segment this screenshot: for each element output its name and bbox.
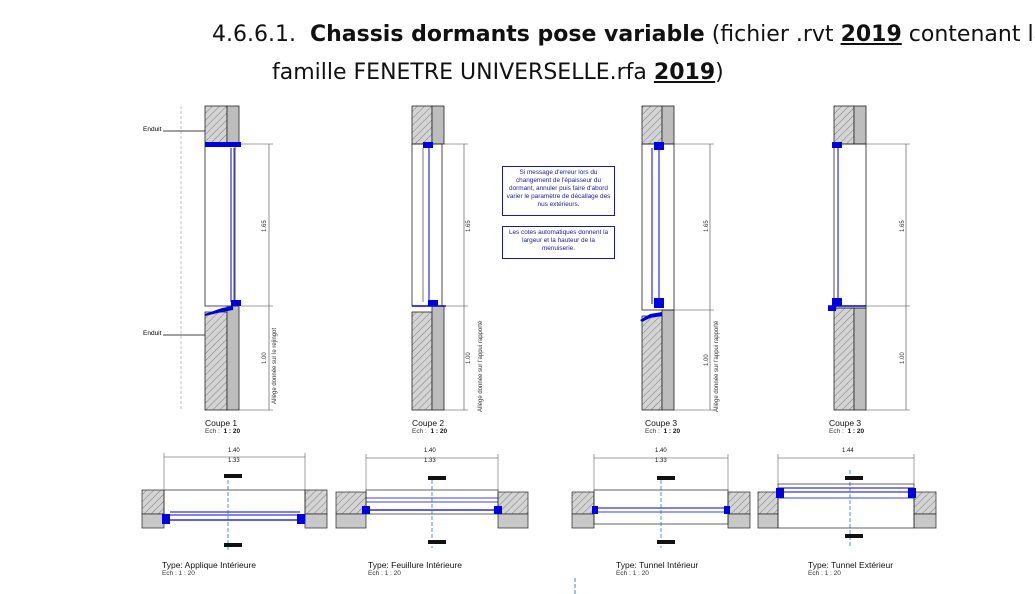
enduit-label-bottom: Enduit: [143, 330, 162, 337]
wall-lower: [204, 311, 228, 411]
enduit-label-top: Enduit: [143, 126, 162, 133]
coupe-2-caption: Coupe 2 Ech : 1 : 20: [412, 418, 447, 436]
plan-2-dim-133: 1.33: [424, 458, 436, 464]
type-3-label: Type: Tunnel Intérieur: [616, 560, 699, 570]
dim-2-165: 1.65: [466, 220, 472, 232]
plan-1-dim-133: 1.33: [228, 458, 240, 464]
coupe-1-scale-prefix: Ech :: [205, 428, 220, 435]
coupe-1-caption: Coupe 1 Ech : 1 : 20: [205, 418, 240, 436]
plan-2-drawing: [335, 454, 529, 548]
wall-lower-core: [226, 305, 240, 411]
coupe-4-scale: 1 : 20: [847, 428, 865, 435]
allege-2: Allège donnée sur l'appui rapporté: [478, 320, 484, 412]
coupe-1-name: Coupe 1: [205, 418, 238, 428]
coupe-3-scale-prefix: Ech :: [645, 428, 660, 435]
coupe-3-caption: Coupe 3 Ech : 1 : 20: [645, 418, 680, 436]
dim-2-100: 1.00: [466, 352, 472, 364]
wall-upper: [204, 105, 228, 145]
dim-3-100: 1.00: [704, 354, 710, 366]
type-3-scale: Ech : 1 : 20: [616, 570, 649, 577]
frame-bottom: [231, 300, 241, 306]
allege-1: Allège donnée sur le rejingot: [272, 327, 278, 404]
coupe-4-caption: Coupe 3 Ech : 1 : 20: [829, 418, 864, 436]
heading-title: Chassis dormants pose variable: [309, 22, 705, 47]
coupe-3-drawing: [640, 105, 714, 411]
heading-mid: contenant la: [908, 22, 1035, 47]
dim-1-165: 1.65: [262, 220, 268, 232]
type-1-caption: Type: Applique Intérieure Ech : 1 : 20: [162, 560, 256, 578]
coupe-4-name: Coupe 3: [829, 418, 862, 428]
coupe-3-scale: 1 : 20: [663, 428, 681, 435]
plan-4-drawing: [757, 454, 937, 548]
plan-3-dim-133: 1.33: [655, 458, 667, 464]
section-heading: 4.6.6.1. Chassis dormants pose variable (…: [212, 22, 1035, 47]
sill: [205, 306, 233, 316]
heading-paren-open: (fichier .rvt: [711, 22, 834, 47]
plan-1-drawing: [141, 453, 328, 550]
coupe-3-name: Coupe 3: [645, 418, 678, 428]
plan-3-dim-140: 1.40: [655, 448, 667, 454]
type-2-label: Type: Feuillure Intérieure: [368, 560, 463, 570]
plan-2-dim-140: 1.40: [424, 448, 436, 454]
coupe-2-name: Coupe 2: [412, 418, 445, 428]
heading-year-2: 2019: [653, 60, 716, 85]
coupe-2-scale: 1 : 20: [430, 428, 448, 435]
type-3-caption: Type: Tunnel Intérieur Ech : 1 : 20: [616, 560, 698, 578]
type-2-scale: Ech : 1 : 20: [368, 570, 401, 577]
section-heading-line2: famille FENETRE UNIVERSELLE.rfa 2019): [272, 60, 724, 85]
type-4-label: Type: Tunnel Extérieur: [808, 560, 894, 570]
dim-4-165: 1.65: [900, 220, 906, 232]
plan-4-dim-144: 1.44: [842, 448, 854, 454]
dim-4-100: 1.00: [900, 352, 906, 364]
heading-number: 4.6.6.1.: [212, 22, 296, 47]
coupe-4-drawing: [828, 105, 910, 411]
plan-3-drawing: [571, 454, 751, 548]
coupe-1-scale: 1 : 20: [223, 428, 241, 435]
coupe-1-drawing: [163, 105, 273, 411]
type-4-scale: Ech : 1 : 20: [808, 570, 841, 577]
coupe-4-scale-prefix: Ech :: [829, 428, 844, 435]
type-2-caption: Type: Feuillure Intérieure Ech : 1 : 20: [368, 560, 462, 578]
dim-1-100: 1.00: [262, 352, 268, 364]
type-1-scale: Ech : 1 : 20: [162, 570, 195, 577]
heading-paren-close: ): [715, 60, 724, 85]
coupe-2-scale-prefix: Ech :: [412, 428, 427, 435]
dim-3-165: 1.65: [704, 220, 710, 232]
plan-1-dim-140: 1.40: [228, 448, 240, 454]
frame-top: [205, 142, 241, 147]
wall-upper-core: [226, 105, 240, 145]
type-1-label: Type: Applique Intérieure: [162, 560, 257, 570]
heading-year-1: 2019: [840, 22, 902, 47]
coupe-2-drawing: [411, 105, 468, 411]
heading-line2-prefix: famille FENETRE UNIVERSELLE.rfa: [272, 60, 647, 85]
note-error-message: Si message d'erreur lors du changement d…: [502, 166, 615, 216]
type-4-caption: Type: Tunnel Extérieur Ech : 1 : 20: [808, 560, 893, 578]
note-auto-dimensions: Les cotes automatiques donnent la largeu…: [502, 226, 615, 259]
allege-3: Allège donnée sur l'appui rapporté: [714, 320, 720, 412]
